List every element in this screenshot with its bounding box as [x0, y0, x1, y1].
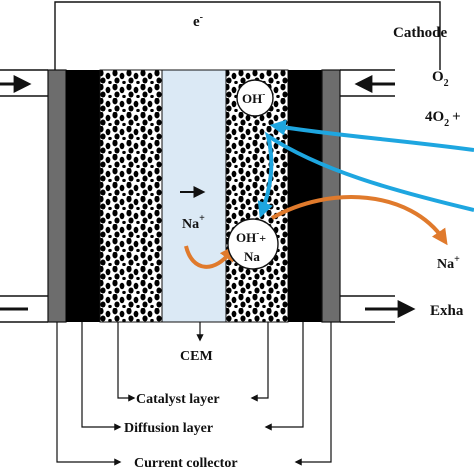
pipe-left-top — [0, 69, 48, 97]
electron-label: e- — [193, 12, 203, 30]
cathode-label: Cathode — [393, 25, 448, 41]
reaction-label: 4O2+ — [425, 109, 461, 129]
current-collector-label: Current collector — [134, 456, 238, 471]
na-flow-arrow-right — [271, 195, 448, 246]
catalyst-layer-left — [99, 69, 163, 323]
current-collector-leaders — [56, 322, 332, 466]
oh-flow-arrow-down — [257, 131, 474, 219]
external-circuit-wire — [54, 1, 441, 70]
exhaust-label: Exha — [430, 303, 464, 319]
na-flow-arrow-left — [184, 244, 236, 269]
diffusion-layer-right — [288, 70, 322, 322]
oh-top-label: OH- — [242, 89, 265, 106]
na-right-label: Na+ — [437, 254, 460, 272]
o2-label: O2 — [432, 69, 449, 89]
catalyst-layer-label: Catalyst layer — [136, 392, 220, 407]
current-collector-left — [47, 69, 67, 323]
pipe-right-bottom — [340, 295, 395, 323]
cem-label: CEM — [180, 349, 213, 364]
oh-flow-arrow-top — [269, 119, 474, 152]
diffusion-layer-left — [66, 70, 100, 322]
diffusion-layer-label: Diffusion layer — [124, 421, 213, 436]
catalyst-layer-leaders — [117, 322, 269, 402]
pipe-left-bottom — [0, 295, 48, 323]
oh-na-ion-circle — [227, 218, 279, 270]
oh-mid-label: OH-+ — [236, 228, 266, 245]
pipe-right-top — [340, 69, 395, 97]
na-left-label: Na+ — [182, 213, 205, 232]
diffusion-layer-leaders — [81, 322, 304, 431]
cation-exchange-membrane — [161, 69, 227, 323]
oh-ion-circle-top — [236, 79, 274, 117]
na-mid-label: Na — [244, 249, 260, 264]
